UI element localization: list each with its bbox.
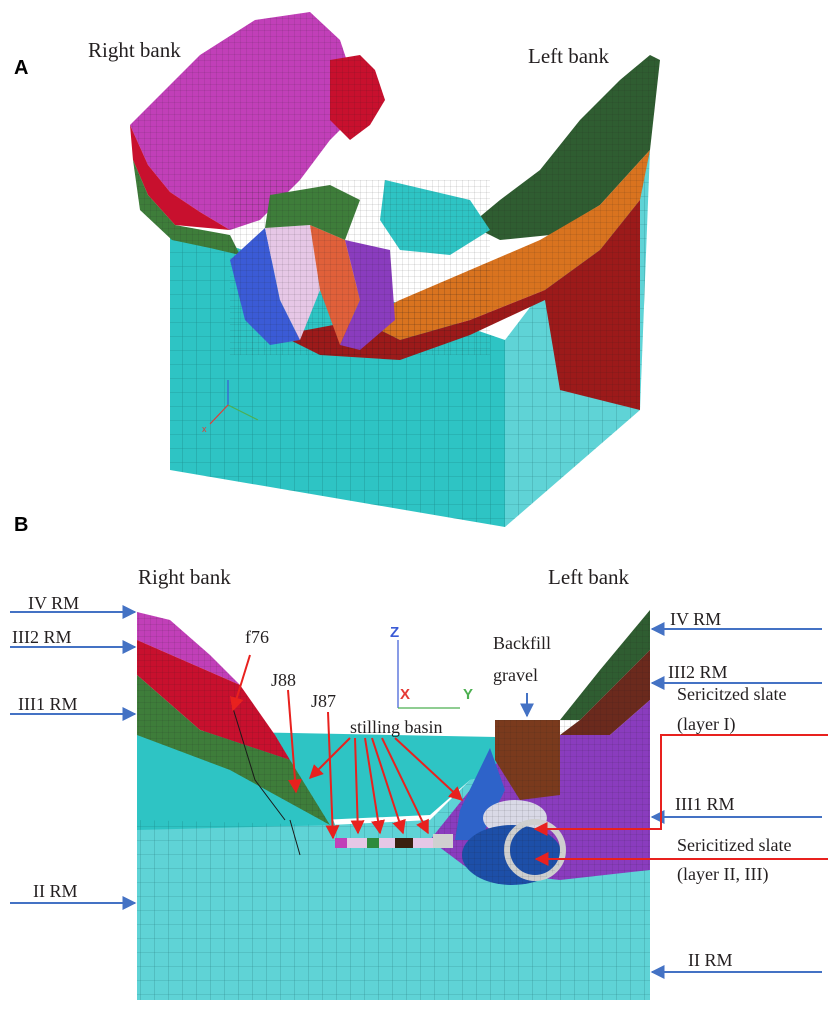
axis-y-label: Y [463, 686, 473, 703]
arrow-basin-5 [381, 737, 429, 835]
panel-a: A x Right bank [14, 12, 660, 527]
panel-b-right-bank-label: Right bank [138, 565, 231, 589]
label-sericitized-1-line1: Sericitzed slate [677, 684, 786, 704]
label-stilling-basin: stilling basin [350, 717, 443, 737]
basin-segment-2 [347, 838, 367, 848]
label-backfill: Backfill [493, 633, 551, 653]
label-sericitized-2-line1: Sericitized slate [677, 835, 791, 855]
panel-b: B Right bank Left bank [10, 514, 828, 1000]
label-j87: J87 [311, 691, 336, 711]
basin-segment-5 [395, 838, 413, 848]
arrow-sericitized-layer-i [533, 734, 828, 836]
label-ii-rm-left: II RM [33, 881, 78, 901]
basin-segment-6 [413, 838, 433, 848]
label-sericitized-2-line2: (layer II, III) [677, 864, 768, 885]
panel-a-left-bank-label: Left bank [528, 44, 610, 68]
basin-segment-1 [335, 838, 347, 848]
label-iii2-rm-right: III2 RM [668, 662, 728, 682]
panel-a-letter: A [14, 57, 28, 79]
arrow-basin-6 [394, 737, 464, 801]
label-iii1-rm-right: III1 RM [675, 794, 735, 814]
arrow-j87 [325, 711, 340, 840]
label-sericitized-1-line2: (layer I) [677, 714, 735, 735]
axis-z-label: Z [390, 624, 399, 641]
arrow-basin-2 [350, 737, 365, 835]
arrow-basin-3 [364, 737, 385, 835]
arrow-f76 [230, 654, 251, 712]
basin-segment-4 [379, 838, 395, 848]
basin-segment-7 [433, 834, 453, 848]
label-f76: f76 [245, 627, 269, 647]
axis-x-label-a: x [202, 424, 207, 434]
arrow-basin-1 [309, 737, 351, 779]
axis-x-label: X [400, 686, 410, 703]
panel-a-right-bank-label: Right bank [88, 38, 181, 62]
arrow-basin-4 [371, 737, 406, 835]
label-ii-rm-right: II RM [688, 950, 733, 970]
label-j88: J88 [271, 670, 296, 690]
red-ridge [330, 55, 385, 140]
label-iii2-rm-left: III2 RM [12, 627, 72, 647]
label-iv-rm-right: IV RM [670, 609, 721, 629]
label-gravel: gravel [493, 665, 538, 685]
label-iii1-rm-left: III1 RM [18, 694, 78, 714]
panel-b-left-bank-label: Left bank [548, 565, 630, 589]
arrow-j88 [287, 689, 302, 794]
basin-blue-wedge [455, 748, 505, 840]
basin-segment-3 [367, 838, 379, 848]
stilling-basin-teal [380, 180, 490, 255]
panel-b-letter: B [14, 514, 28, 536]
label-iv-rm-left: IV RM [28, 593, 79, 613]
